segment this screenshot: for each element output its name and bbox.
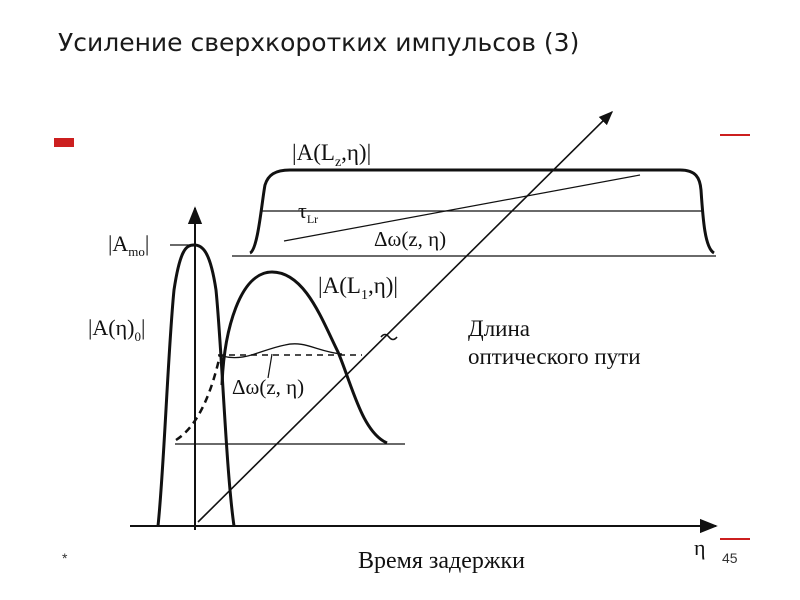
gain-saturation-dashed-curve — [175, 354, 222, 442]
upper-pulse-curve — [248, 168, 715, 255]
page-number: 45 — [722, 550, 738, 566]
axis-break-mark — [380, 333, 398, 341]
label-time-axis: Время задержки — [358, 548, 525, 574]
label-tau-lr: τLr — [298, 198, 318, 226]
label-dw-lower: Δω(z, η) — [232, 375, 304, 399]
footer-marker: * — [62, 550, 68, 566]
label-optical-path-line2: оптического пути — [468, 344, 641, 369]
label-dw-upper: Δω(z, η) — [374, 227, 446, 251]
label-optical-path-line1: Длина — [468, 316, 530, 341]
label-a-mo: |Amo| — [108, 231, 149, 259]
slide-title: Усиление сверхкоротких импульсов (3) — [58, 28, 580, 57]
label-a-lz: |A(Lz,η)| — [292, 140, 371, 170]
upper-chirp-line — [283, 174, 641, 242]
label-a-eta0: |A(η)0| — [88, 315, 145, 344]
label-eta-axis: η — [694, 535, 706, 560]
label-a-l1: |A(L1,η)| — [318, 273, 398, 303]
middle-pulse-curve — [220, 270, 388, 445]
accent-bullet — [54, 138, 74, 147]
middle-chirp-leader — [267, 353, 273, 379]
accent-rule-bottom — [720, 538, 750, 540]
optical-path-axis-line — [197, 110, 614, 523]
middle-chirp-curve — [221, 343, 343, 359]
accent-rule-top — [720, 134, 750, 136]
